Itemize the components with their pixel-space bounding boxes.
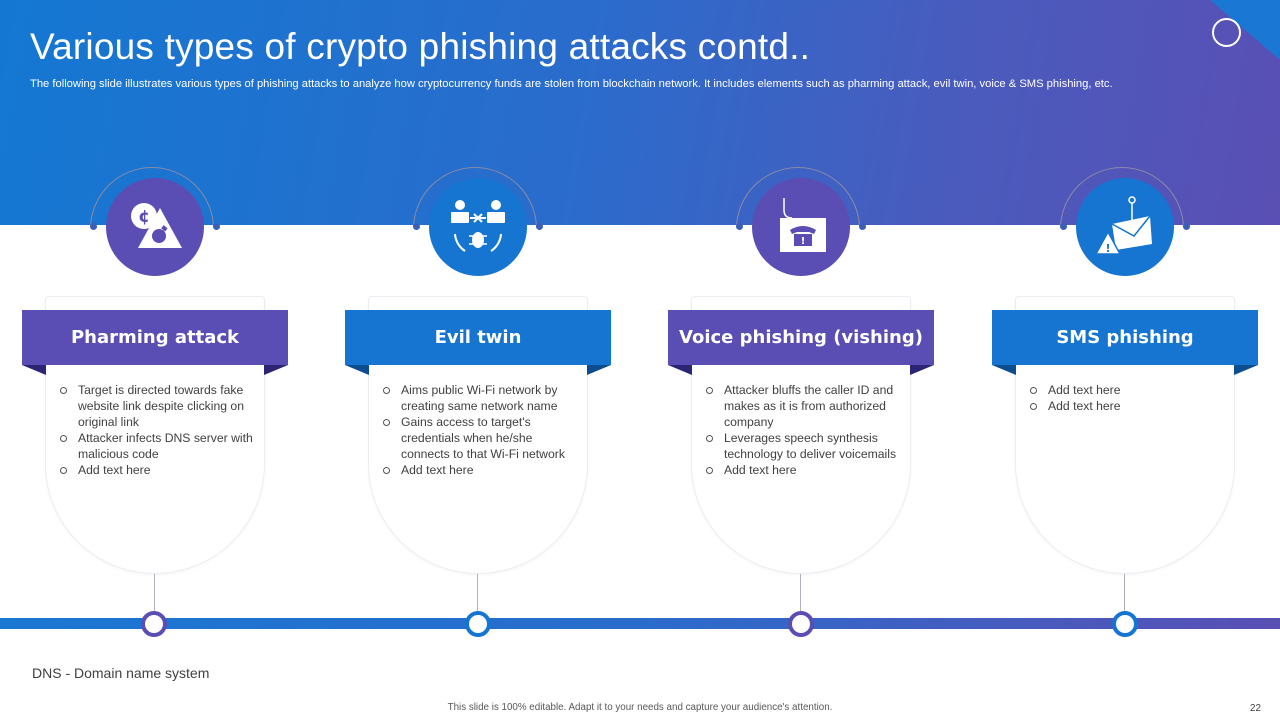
svg-text:!: ! [801, 236, 806, 247]
timeline-node [1112, 611, 1138, 637]
svg-text:!: ! [1105, 242, 1110, 255]
arc-dot [90, 223, 97, 230]
attack-bullets: Add text here Add text here [1028, 382, 1228, 414]
bullet-item: Add text here [1028, 398, 1228, 414]
attack-bullets: Attacker bluffs the caller ID and makes … [704, 382, 904, 478]
svg-text:¢: ¢ [138, 207, 150, 227]
footnote: DNS - Domain name system [32, 665, 210, 681]
timeline-bar [0, 618, 1280, 629]
timeline-node [465, 611, 491, 637]
bullet-item: Add text here [704, 462, 904, 478]
bullet-item: Aims public Wi-Fi network by creating sa… [381, 382, 581, 414]
header-band [0, 0, 1280, 225]
slide-title: Various types of crypto phishing attacks… [30, 26, 811, 67]
attack-title: Evil twin [345, 310, 611, 365]
timeline-node [141, 611, 167, 637]
arc-dot [1183, 223, 1190, 230]
attack-column-sms-phishing: ! SMS phishing Add text here Add text he… [990, 160, 1260, 640]
banner-fold [992, 365, 1016, 375]
attack-title: Voice phishing (vishing) [668, 310, 934, 365]
attack-column-pharming: ¢ Pharming attack Target is directed tow… [20, 160, 290, 640]
crypto-bomb-icon: ¢ [106, 178, 204, 276]
attack-bullets: Aims public Wi-Fi network by creating sa… [381, 382, 581, 478]
timeline-stem [477, 574, 478, 618]
banner-fold [910, 365, 934, 375]
arc-dot [213, 223, 220, 230]
footer-text: This slide is 100% editable. Adapt it to… [447, 702, 833, 713]
attack-column-evil-twin: Evil twin Aims public Wi-Fi network by c… [343, 160, 613, 640]
mail-hook-icon: ! [1076, 178, 1174, 276]
banner-fold [1234, 365, 1258, 375]
banner-fold [22, 365, 46, 375]
arc-dot [1060, 223, 1067, 230]
banner-fold [668, 365, 692, 375]
arc-dot [859, 223, 866, 230]
arc-dot [413, 223, 420, 230]
bullet-item: Gains access to target's credentials whe… [381, 414, 581, 462]
banner-fold [264, 365, 288, 375]
attack-title: SMS phishing [992, 310, 1258, 365]
attack-bullets: Target is directed towards fake website … [58, 382, 258, 478]
timeline-node [788, 611, 814, 637]
corner-ring-icon [1212, 18, 1241, 47]
bullet-item: Add text here [1028, 382, 1228, 398]
bullet-item: Attacker infects DNS server with malicio… [58, 430, 258, 462]
bullet-item: Target is directed towards fake website … [58, 382, 258, 430]
timeline-stem [154, 574, 155, 618]
phone-warning-icon: ! [752, 178, 850, 276]
banner-fold [345, 365, 369, 375]
bullet-item: Add text here [58, 462, 258, 478]
timeline-stem [1124, 574, 1125, 618]
bullet-item: Add text here [381, 462, 581, 478]
slide-subtitle: The following slide illustrates various … [30, 78, 1113, 90]
bullet-item: Attacker bluffs the caller ID and makes … [704, 382, 904, 430]
bullet-item: Leverages speech synthesis technology to… [704, 430, 904, 462]
arc-dot [536, 223, 543, 230]
network-bug-icon [429, 178, 527, 276]
timeline-stem [800, 574, 801, 618]
arc-dot [736, 223, 743, 230]
attack-column-vishing: ! Voice phishing (vishing) Attacker bluf… [666, 160, 936, 640]
banner-fold [587, 365, 611, 375]
page-number: 22 [1250, 703, 1261, 714]
attack-title: Pharming attack [22, 310, 288, 365]
